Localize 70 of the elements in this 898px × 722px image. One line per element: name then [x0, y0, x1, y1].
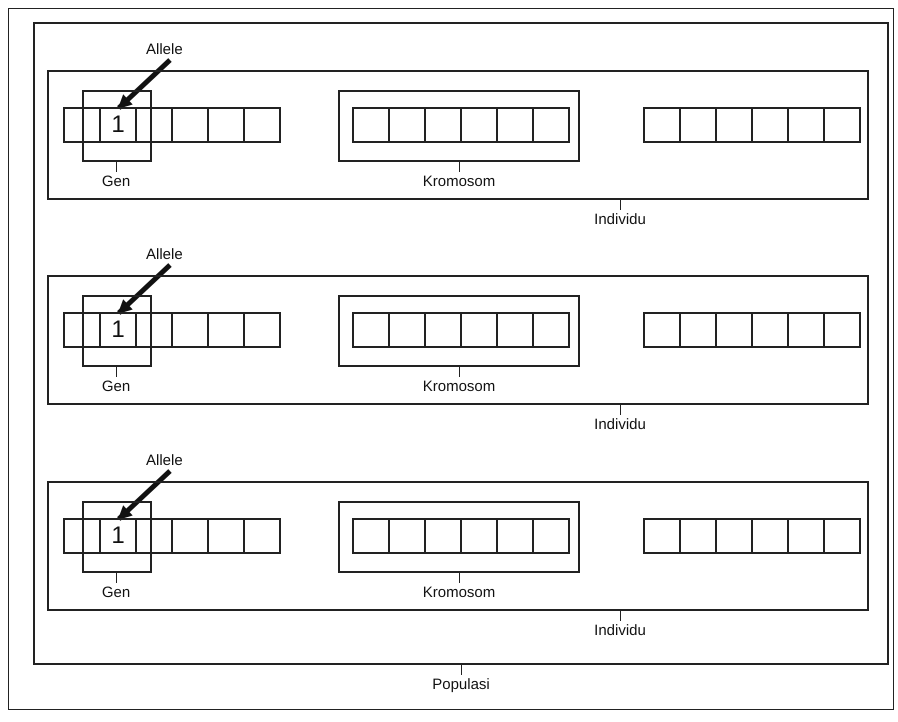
- gene-cell: [787, 518, 825, 554]
- gene-cell: [171, 312, 209, 348]
- gene-cell: [679, 107, 717, 143]
- gene-cell: [823, 107, 861, 143]
- gene-cell: [787, 312, 825, 348]
- gene-cell: [63, 518, 101, 554]
- gene-cell: [207, 107, 245, 143]
- gene-cell: [496, 312, 534, 348]
- gene-cell: [715, 312, 753, 348]
- gene-cell: [63, 107, 101, 143]
- gene-cell: [243, 518, 281, 554]
- chromosome-label: Kromosom: [422, 174, 496, 190]
- gene-cell: [171, 518, 209, 554]
- gene-cell: [388, 312, 426, 348]
- gene-cell: [643, 518, 681, 554]
- gene-cell: [388, 518, 426, 554]
- gene-cell: [352, 518, 390, 554]
- gene-cell: 1: [99, 312, 137, 348]
- gene-cell: [823, 312, 861, 348]
- population-label: Populasi: [432, 677, 490, 694]
- gene-cell: [352, 107, 390, 143]
- gene-cell: [496, 107, 534, 143]
- gene-cell: [352, 312, 390, 348]
- gene-cell: [171, 107, 209, 143]
- gene-cell: [715, 107, 753, 143]
- allele-label: Allele: [146, 42, 183, 58]
- gene-cell: [63, 312, 101, 348]
- chromosome-label: Kromosom: [422, 585, 496, 602]
- gene-cell: [243, 107, 281, 143]
- gene-cell: [532, 312, 570, 348]
- gene-cell: [823, 518, 861, 554]
- gene-cell: [135, 518, 173, 554]
- gene-cell: [496, 518, 534, 554]
- gene-cell: [135, 312, 173, 348]
- gene-cell: [243, 312, 281, 348]
- gene-cell: [643, 312, 681, 348]
- gene-label: Gen: [102, 585, 130, 602]
- gene-cell: [751, 107, 789, 143]
- individual-label: Individu: [594, 417, 646, 434]
- gene-cell: [460, 518, 498, 554]
- gene-cell: [679, 518, 717, 554]
- gene-cell: [787, 107, 825, 143]
- gene-cell: [532, 107, 570, 143]
- gene-cell: [751, 312, 789, 348]
- gene-label: Gen: [102, 379, 130, 396]
- gene-cell: [388, 107, 426, 143]
- arrow: [117, 58, 172, 110]
- gene-cell: [643, 107, 681, 143]
- arrow: [117, 263, 172, 315]
- arrow: [117, 469, 172, 521]
- gene-cell: [460, 312, 498, 348]
- allele-label: Allele: [146, 247, 183, 264]
- gene-cell: [532, 518, 570, 554]
- gene-cell: [207, 312, 245, 348]
- gene-cell: [424, 107, 462, 143]
- gene-cell: 1: [99, 518, 137, 554]
- gene-cell: [135, 107, 173, 143]
- chromosome-label: Kromosom: [422, 379, 496, 396]
- gene-cell: [715, 518, 753, 554]
- gene-cell: [424, 312, 462, 348]
- individual-label: Individu: [594, 212, 646, 228]
- gene-cell: [751, 518, 789, 554]
- gene-cell: [679, 312, 717, 348]
- gene-cell: [207, 518, 245, 554]
- gene-label: Gen: [102, 174, 130, 190]
- individual-label: Individu: [594, 623, 646, 640]
- gene-cell: 1: [99, 107, 137, 143]
- allele-label: Allele: [146, 453, 183, 470]
- gene-cell: [460, 107, 498, 143]
- gene-cell: [424, 518, 462, 554]
